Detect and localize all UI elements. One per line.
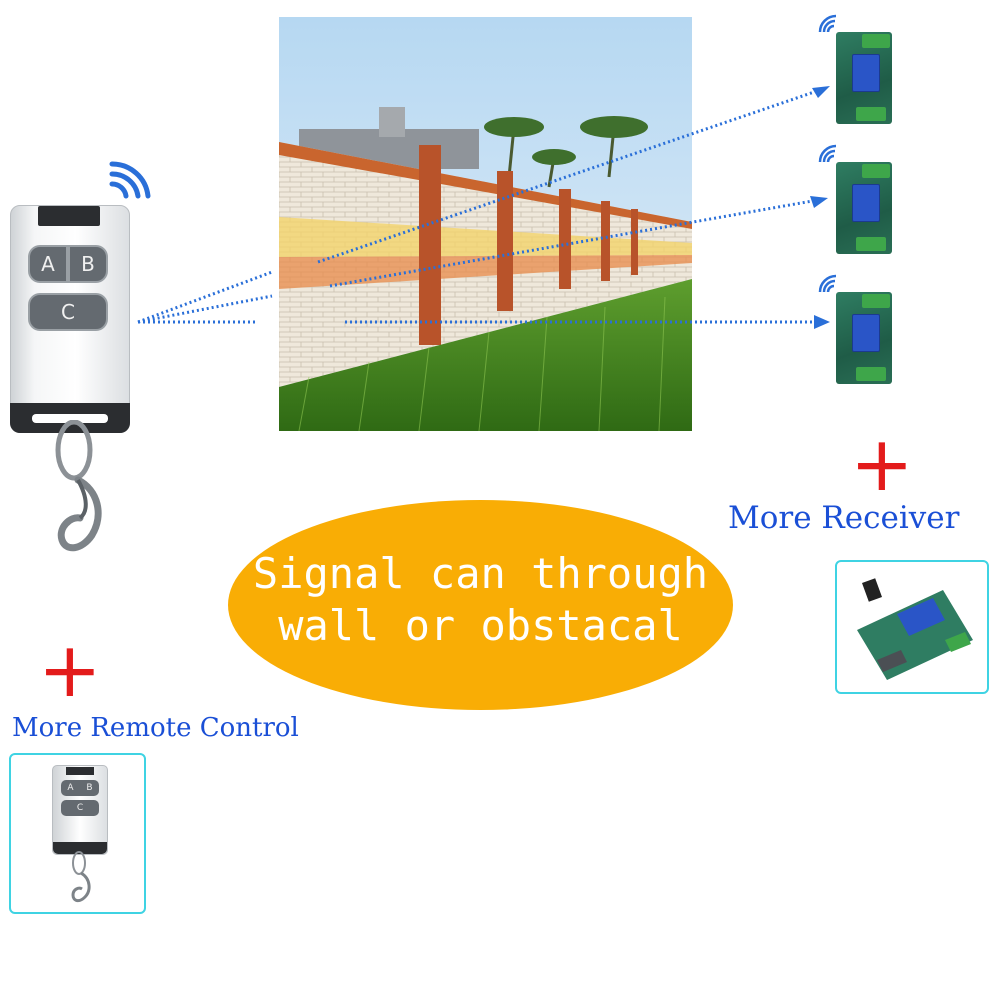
signal-banner [228,500,733,710]
receiver-board-1 [836,32,892,124]
remote-thumb-body: A B C [52,765,108,855]
more-receiver-label: More Receiver [728,500,960,536]
signal-banner-text: Signal can through wall or obstacal [228,548,733,652]
wifi-signal-icon [818,274,837,293]
receiver-board-2 [836,162,892,254]
remote-top-band [38,206,100,226]
remote-button-a: A [28,245,68,283]
more-remote-control-label: More Remote Control [12,713,299,743]
remote-control: A B C [10,205,130,433]
remote-thumbnail: A B C [9,753,146,914]
remote-thumb-button-a: A [61,780,80,796]
wifi-signal-icon [818,144,837,163]
remote-thumb-button-c: C [61,800,99,816]
keyring-icon [71,851,91,903]
remote-keyring-slot [32,414,108,423]
remote-button-c: C [28,293,108,331]
wall-photo [279,17,692,431]
wifi-signal-icon [109,161,151,199]
keyring-icon [55,420,102,552]
receiver-board-image [857,578,973,680]
remote-button-b: B [68,245,108,283]
plus-icon: + [38,625,102,714]
receiver-board-3 [836,292,892,384]
plus-icon: + [850,419,914,508]
banner-line-2: wall or obstacal [278,601,683,650]
remote-thumb-button-b: B [80,780,99,796]
banner-line-1: Signal can through [252,549,709,598]
receiver-thumbnail [835,560,989,694]
wifi-signal-icon [818,14,837,33]
